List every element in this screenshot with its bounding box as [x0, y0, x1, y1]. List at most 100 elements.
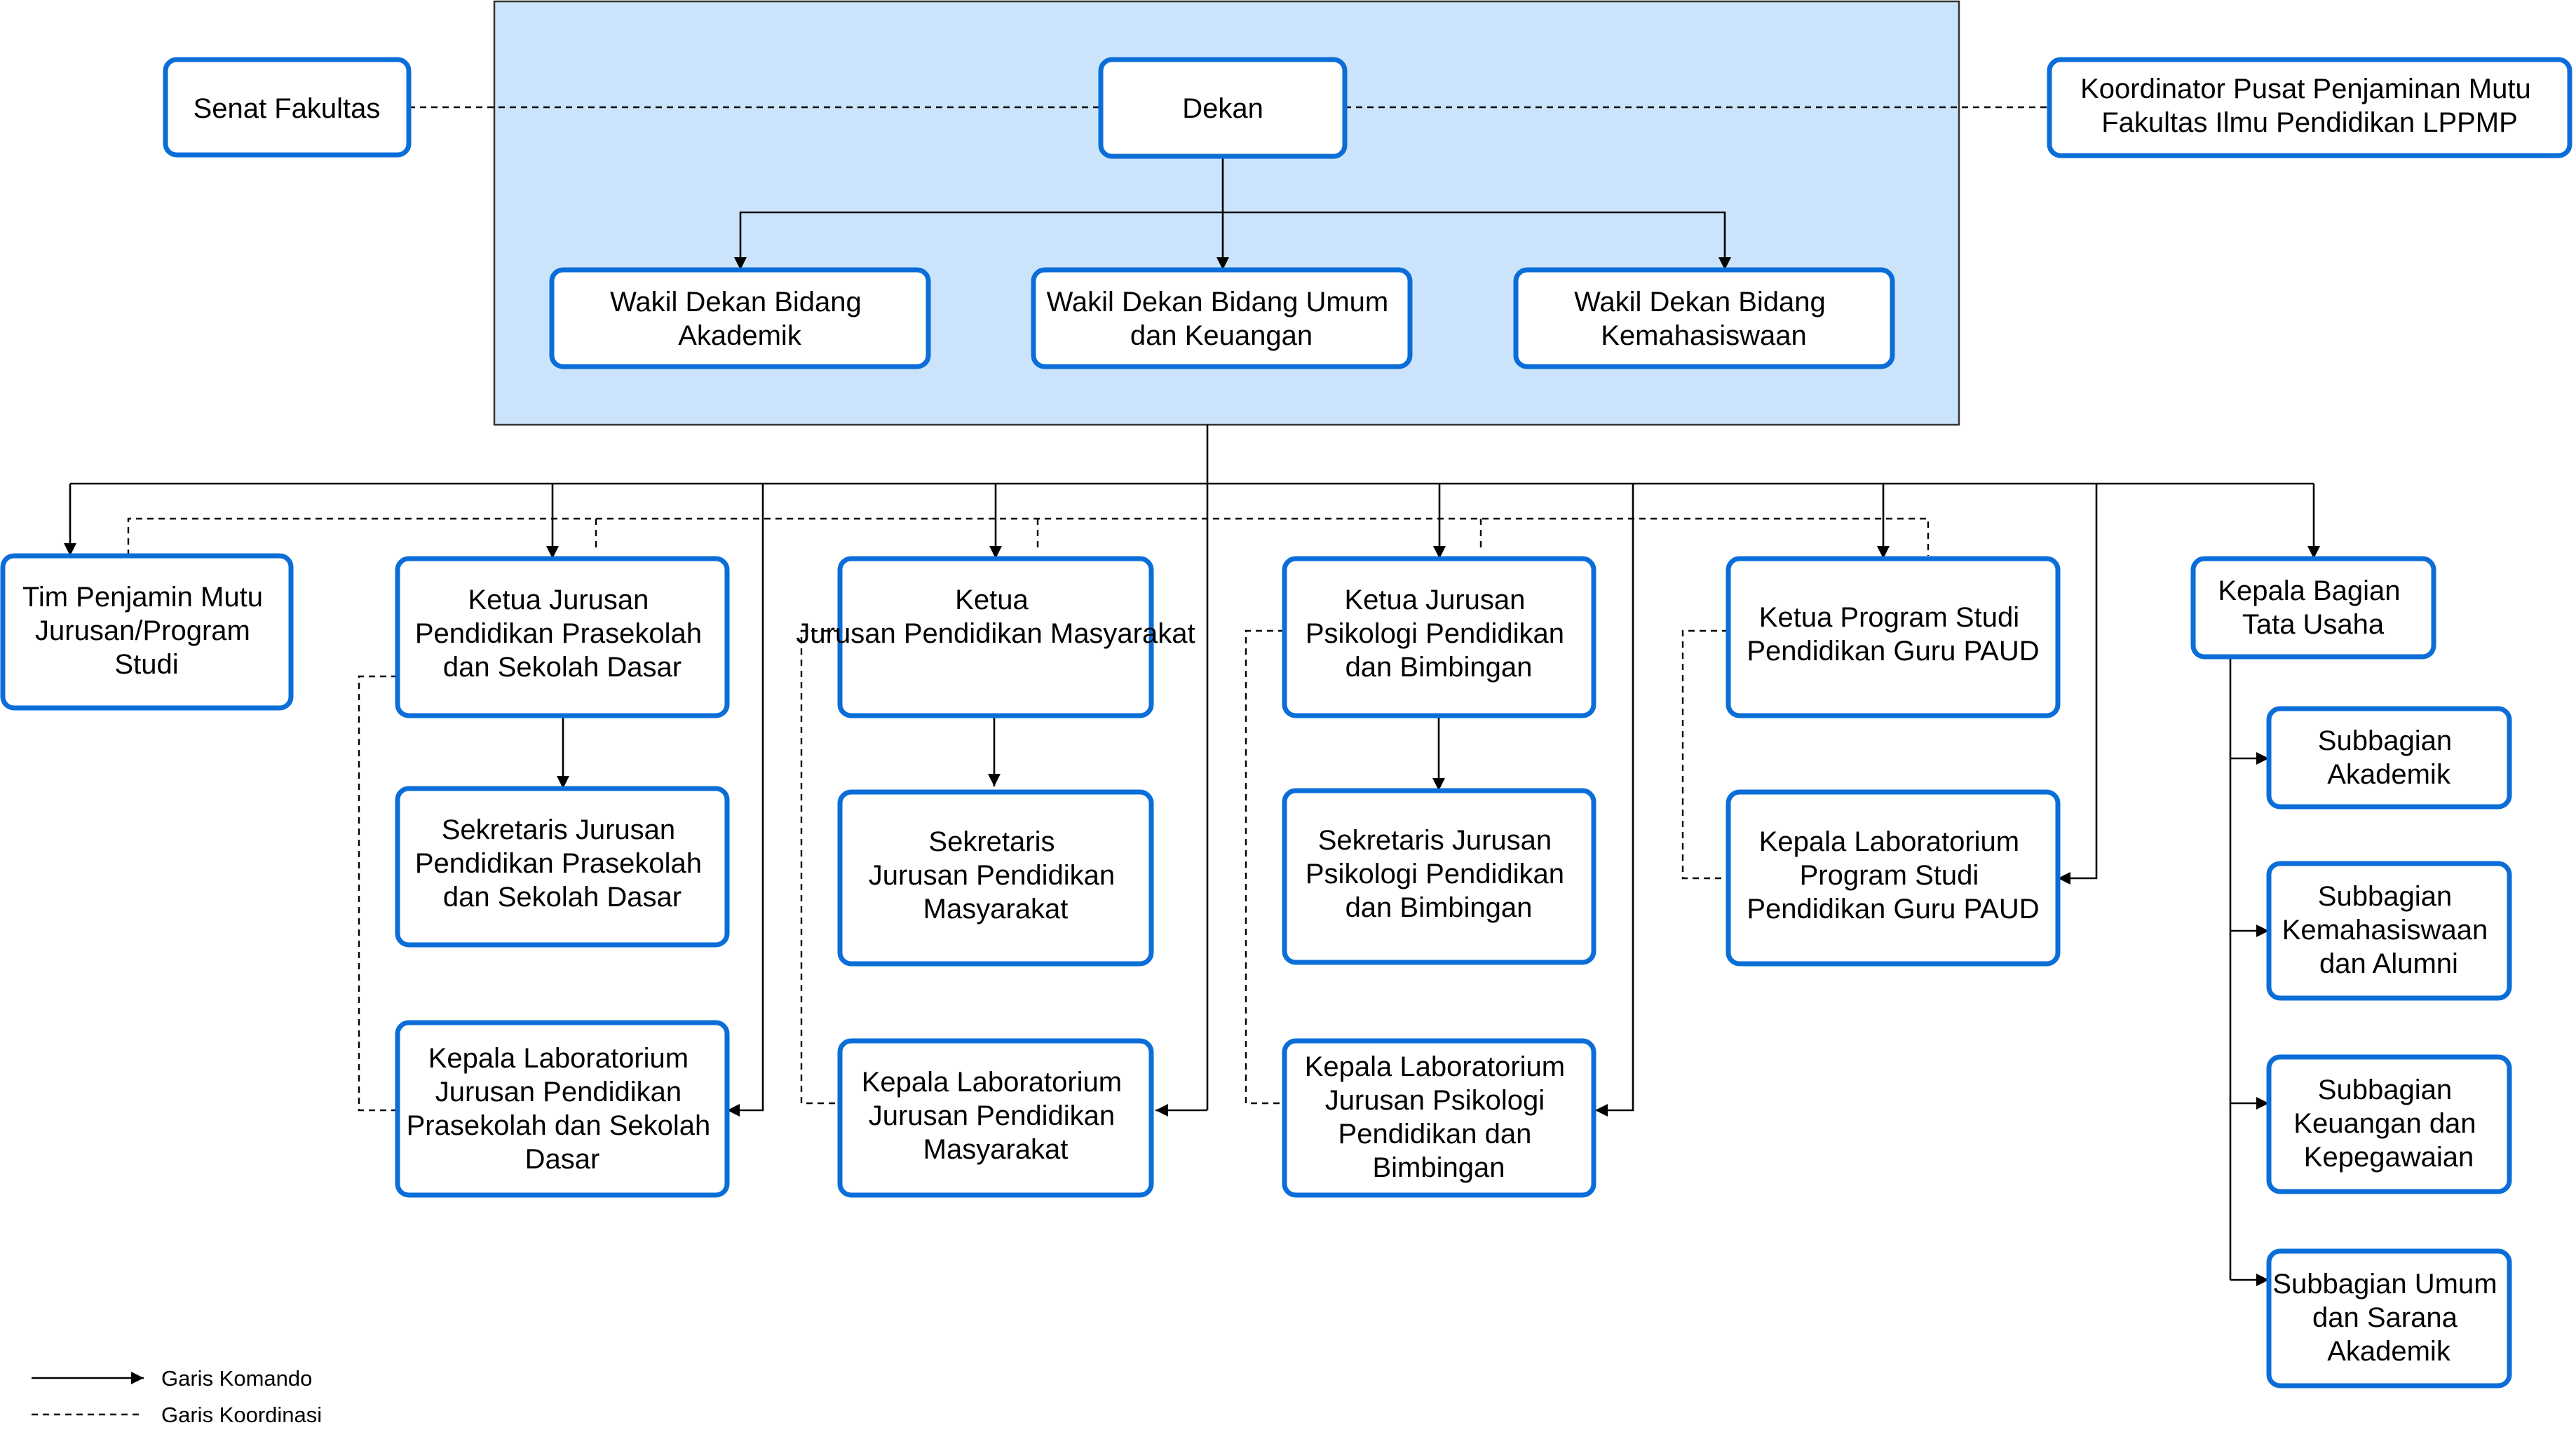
svg-text:Kepala Laboratorium Juru: Kepala Laboratorium Jurusan Psikologi Pe…: [1305, 1051, 1573, 1183]
wakil-dekan-umum-keuangan-box: Wakil Dekan Bidang Umum dan Keuangan: [1031, 267, 1413, 369]
sekretaris-jurusan-ppb-label-line-2: Psikologi Pendidikan: [1306, 859, 1564, 889]
kepala-laboratorium-pps-label-line-3: Prasekolah dan Sekolah: [407, 1110, 711, 1141]
kepala-laboratorium-pg-paud-label-line-2: Program Studi: [1800, 860, 1979, 891]
subbagian-keuangan-box: Subbagian Keuangan dan Kepegawaian: [2266, 1054, 2512, 1194]
ketua-jurusan-pps-label-line-2: Pendidikan Prasekolah: [415, 618, 702, 649]
ketua-jurusan-ppb-label-line-3: dan Bimbingan: [1345, 652, 1533, 683]
wakil-dekan-akademik-box: Wakil Dekan Bidang Akademik: [549, 267, 931, 369]
kepala-laboratorium-ppb-box: Kepala Laboratorium Jurusan Psikologi Pe…: [1282, 1038, 1597, 1198]
svg-text:Ketua Jurusan Pendidikan: Ketua Jurusan Pendidikan Prasekolah dan …: [415, 585, 710, 683]
line-bus-l1: [727, 484, 764, 1117]
subbagian-umum-label-line-1: Subbagian Umum: [2272, 1269, 2497, 1300]
kepala-laboratorium-pm-label-line-3: Masyarakat: [923, 1134, 1069, 1165]
sekretaris-jurusan-ppb-label-line-1: Sekretaris Jurusan: [1318, 825, 1552, 856]
svg-text:Kepala Laboratorium Prog: Kepala Laboratorium Program Studi Pendid…: [1747, 826, 2039, 925]
sekretaris-jurusan-ppb-label-line-3: dan Bimbingan: [1345, 892, 1533, 923]
kepala-laboratorium-pm-label-line-2: Jurusan Pendidikan: [869, 1100, 1115, 1131]
kepala-laboratorium-pps-label-line-1: Kepala Laboratorium: [428, 1043, 689, 1074]
kepala-laboratorium-pps-label-line-4: Dasar: [525, 1144, 600, 1175]
sekretaris-jurusan-pps-label-line-2: Pendidikan Prasekolah: [415, 848, 702, 879]
koordinator-lppmp-label-line-2: Fakultas Ilmu Pendidikan LPPMP: [2101, 107, 2518, 138]
line-bus-l3: [1595, 484, 1634, 1117]
svg-text:Subbagian Umum dan Saran: Subbagian Umum dan Sarana Akademik: [2272, 1269, 2504, 1367]
subbagian-akademik-box: Subbagian Akademik: [2266, 706, 2512, 810]
ketua-jurusan-pps-label-line-1: Ketua Jurusan: [468, 585, 649, 615]
koordinator-lppmp-box: Koordinator Pusat Penjaminan Mutu Fakult…: [2047, 57, 2572, 158]
subbagian-keuangan-label-line-2: Keuangan dan: [2293, 1108, 2476, 1139]
wakil-dekan-umum-keuangan-label-line-1: Wakil Dekan Bidang Umum: [1047, 287, 1389, 318]
subbagian-kemahasiswaan-label-line-3: dan Alumni: [2319, 948, 2458, 979]
kepala-laboratorium-pg-paud-label-line-3: Pendidikan Guru PAUD: [1747, 894, 2039, 925]
subbagian-akademik-label-line-1: Subbagian: [2318, 725, 2452, 756]
wakil-dekan-kemahasiswaan-box: Wakil Dekan Bidang Kemahasiswaan: [1513, 267, 1895, 369]
kepala-laboratorium-pg-paud-label-line-1: Kepala Laboratorium: [1759, 826, 2019, 857]
svg-text:Kepala Laboratorium Juru: Kepala Laboratorium Jurusan Pendidikan M…: [862, 1067, 1130, 1165]
sekretaris-jurusan-pm-label-line-3: Masyarakat: [923, 894, 1069, 925]
svg-text:Sekretaris Jurusan Pendi: Sekretaris Jurusan Pendidikan Masyarakat: [869, 826, 1123, 925]
kepala-laboratorium-pm-box: Kepala Laboratorium Jurusan Pendidikan M…: [837, 1038, 1154, 1198]
wakil-dekan-umum-keuangan-label-line-2: dan Keuangan: [1130, 320, 1313, 351]
svg-text:Dekan: Dekan: [1182, 93, 1263, 124]
svg-text:Subbagian Akademik: Subbagian Akademik: [2318, 725, 2460, 790]
svg-text:Wakil Dekan Bidang Akade: Wakil Dekan Bidang Akademik: [610, 287, 869, 351]
ketua-jurusan-pps-label-line-3: dan Sekolah Dasar: [443, 652, 682, 683]
ketua-prodi-pg-paud-label-line-1: Ketua Program Studi: [1759, 602, 2019, 633]
sekretaris-jurusan-pm-box: Sekretaris Jurusan Pendidikan Masyarakat: [837, 789, 1154, 967]
tim-penjamin-mutu-label-line-2: Jurusan/Program: [35, 615, 250, 646]
svg-text:Subbagian Kemahasiswaan: Subbagian Kemahasiswaan dan Alumni: [2282, 881, 2496, 979]
line-dekan-wd3: [1223, 211, 1731, 270]
svg-text:Subbagian Keuangan dan: Subbagian Keuangan dan Kepegawaian: [2293, 1075, 2483, 1173]
dekan-label: Dekan: [1182, 93, 1263, 124]
kepala-laboratorium-pg-paud-box: Kepala Laboratorium Program Studi Pendid…: [1726, 789, 2061, 967]
line-k2-l2: [800, 629, 840, 1105]
subbagian-akademik-label-line-2: Akademik: [2327, 759, 2451, 790]
legend-komando-label: Garis Komando: [161, 1366, 312, 1391]
svg-text:Sekretaris Jurusan Psiko: Sekretaris Jurusan Psikologi Pendidikan …: [1306, 825, 1572, 923]
tim-penjamin-mutu-label-line-3: Studi: [114, 649, 178, 680]
svg-text:Tim Penjamin Mutu Jurusa: Tim Penjamin Mutu Jurusan/Program Studi: [22, 582, 271, 680]
svg-text:Wakil Dekan Bidang Kemah: Wakil Dekan Bidang Kemahasiswaan: [1574, 287, 1833, 351]
svg-text:Ketua Jurusan Pendidikan: Ketua Jurusan Pendidikan Masyarakat: [796, 585, 1195, 649]
kepala-bagian-tata-usaha-box: Kepala Bagian Tata Usaha: [2190, 556, 2436, 660]
ketua-jurusan-ppb-box: Ketua Jurusan Psikologi Pendidikan dan B…: [1282, 556, 1597, 718]
sekretaris-jurusan-ppb-box: Sekretaris Jurusan Psikologi Pendidikan …: [1282, 788, 1597, 965]
kepala-bagian-tata-usaha-label-line-1: Kepala Bagian: [2218, 575, 2400, 606]
ketua-jurusan-pps-box: Ketua Jurusan Pendidikan Prasekolah dan …: [395, 556, 730, 718]
line-dekan-wd1: [734, 211, 1223, 270]
kepala-laboratorium-pm-label-line-1: Kepala Laboratorium: [862, 1067, 1122, 1098]
subbagian-kemahasiswaan-label-line-1: Subbagian: [2318, 881, 2452, 912]
wakil-dekan-kemahasiswaan-label-line-2: Kemahasiswaan: [1601, 320, 1807, 351]
subbagian-kemahasiswaan-label-line-2: Kemahasiswaan: [2282, 915, 2488, 946]
line-bus-l4: [2058, 484, 2098, 885]
kepala-laboratorium-ppb-label-line-4: Bimbingan: [1372, 1152, 1505, 1183]
sekretaris-jurusan-pm-label-line-2: Jurusan Pendidikan: [869, 860, 1115, 891]
ketua-jurusan-pm-label-line-1: Ketua: [955, 585, 1029, 615]
subbagian-umum-label-line-2: dan Sarana: [2312, 1302, 2458, 1333]
wakil-dekan-akademik-label-line-1: Wakil Dekan Bidang: [610, 287, 862, 318]
svg-text:Sekretaris Jurusan Pendi: Sekretaris Jurusan Pendidikan Prasekolah…: [415, 814, 710, 913]
subbagian-keuangan-label-line-3: Kepegawaian: [2304, 1142, 2474, 1173]
ketua-jurusan-pm-label-line-2: Jurusan Pendidikan Masyarakat: [796, 618, 1195, 649]
subbagian-kemahasiswaan-box: Subbagian Kemahasiswaan dan Alumni: [2266, 861, 2512, 1001]
kepala-laboratorium-pps-box: Kepala Laboratorium Jurusan Pendidikan P…: [395, 1020, 730, 1198]
dekan-box: Dekan: [1098, 57, 1348, 159]
legend-koordinasi-label: Garis Koordinasi: [161, 1403, 322, 1427]
svg-text:Koordinator Pusat Penjaminan M: Koordinator Pusat Penjaminan Mutu Fakult…: [2080, 74, 2539, 138]
senat-fakultas-box: Senat Fakultas: [163, 57, 412, 158]
wakil-dekan-akademik-label-line-2: Akademik: [678, 320, 802, 351]
kepala-laboratorium-pps-label-line-2: Jurusan Pendidikan: [435, 1077, 682, 1107]
kepala-laboratorium-ppb-label-line-3: Pendidikan dan: [1338, 1119, 1532, 1150]
svg-text:Ketua Jurusan Psikologi: Ketua Jurusan Psikologi Pendidikan dan B…: [1306, 585, 1572, 683]
ketua-jurusan-ppb-label-line-2: Psikologi Pendidikan: [1306, 618, 1564, 649]
kepala-laboratorium-ppb-label-line-1: Kepala Laboratorium: [1305, 1051, 1565, 1082]
svg-text:Kepala Laboratorium Juru: Kepala Laboratorium Jurusan Pendidikan P…: [407, 1043, 719, 1175]
subbagian-umum-box: Subbagian Umum dan Sarana Akademik: [2266, 1248, 2512, 1389]
svg-text:Kepala Bagian Tata Usaha: Kepala Bagian Tata Usaha: [2218, 575, 2408, 640]
koordinator-lppmp-label-line-1: Koordinator Pusat Penjaminan Mutu: [2080, 74, 2531, 104]
sekretaris-jurusan-pm-label-line-1: Sekretaris: [928, 826, 1055, 857]
command-lines: [64, 156, 2320, 1286]
line-tpm-rail: [127, 517, 1930, 556]
sekretaris-jurusan-pps-label-line-3: dan Sekolah Dasar: [443, 882, 682, 913]
ketua-jurusan-ppb-label-line-1: Ketua Jurusan: [1344, 585, 1525, 615]
